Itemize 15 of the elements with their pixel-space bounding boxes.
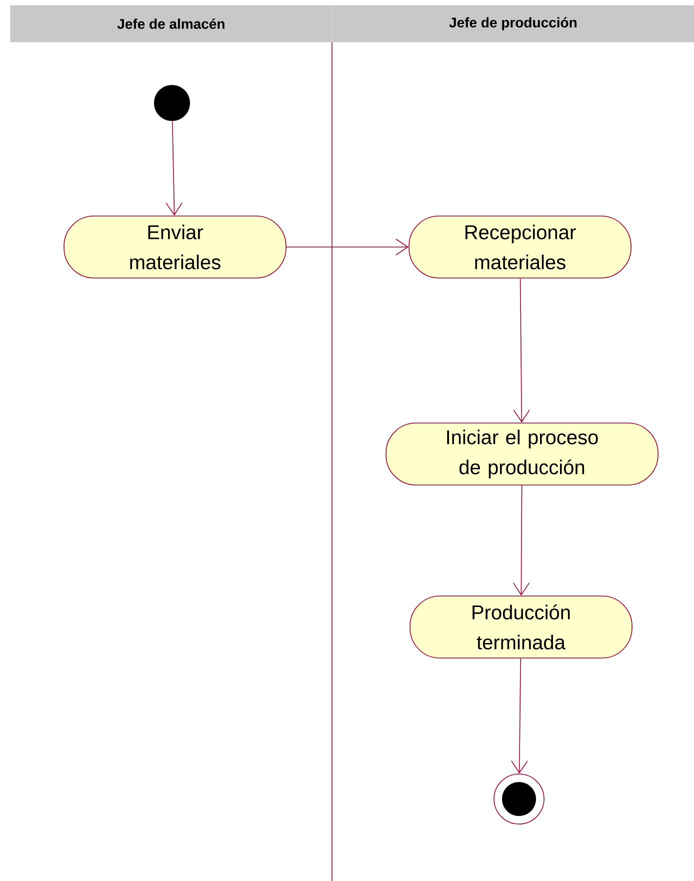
activity-box: Recepcionar materiales <box>408 216 632 278</box>
lane-header: Jefe de almacén <box>10 5 332 42</box>
arrow <box>286 238 409 256</box>
arrow <box>166 120 182 216</box>
node-label: Jefe de producción <box>449 17 577 30</box>
activity-box: Producción terminada <box>410 596 632 658</box>
arrow <box>512 485 530 596</box>
activity-box: Enviar materiales <box>64 216 286 278</box>
end-bullseye <box>494 774 544 824</box>
arrow <box>511 658 528 774</box>
start-dot <box>154 85 190 121</box>
arrow <box>513 278 530 423</box>
node-label: Jefe de almacén <box>117 18 224 29</box>
activity-box: Iniciar el proceso de producción <box>386 422 658 486</box>
lane-header: Jefe de producción <box>332 5 694 42</box>
